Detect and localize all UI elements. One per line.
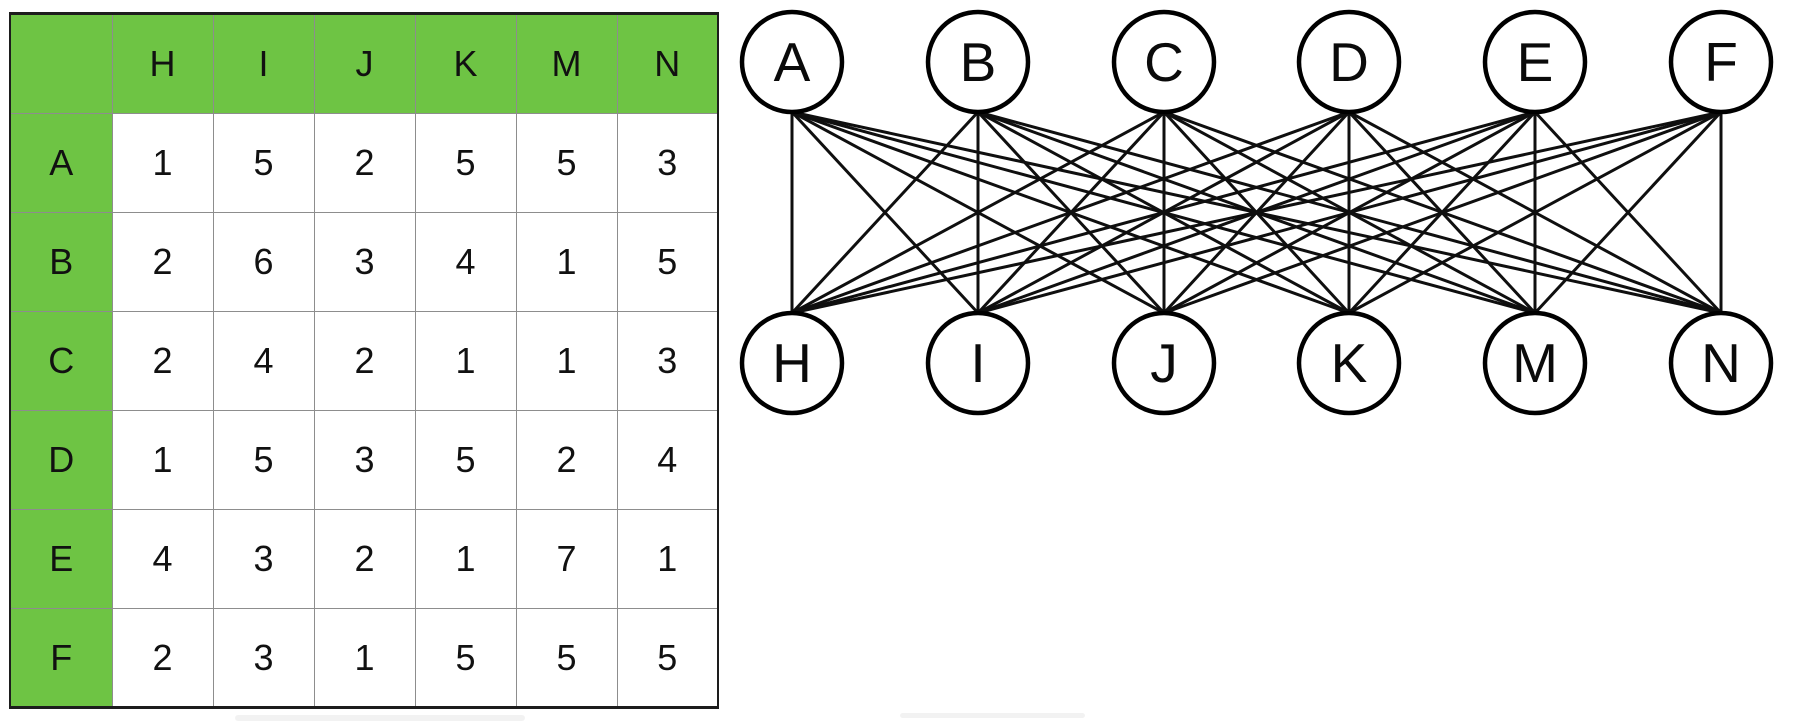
cell-B-I: 6 [212,212,315,312]
cell-B-H: 2 [111,212,214,312]
cell-F-M: 5 [515,608,618,709]
graph-node-label-K: K [1331,332,1368,394]
row-header-E: E [9,509,113,609]
column-header-N: N [616,13,719,114]
cell-A-N: 3 [616,113,719,213]
cell-D-M: 2 [515,410,618,510]
graph-node-circle-N [1668,310,1774,416]
cell-E-H: 4 [111,509,214,609]
column-header-J: J [313,13,416,114]
graph-node-label-F: F [1704,31,1738,93]
cell-F-N: 5 [616,608,719,709]
graph-edge-F-M [1533,110,1723,315]
cell-F-H: 2 [111,608,214,709]
column-header-M: M [515,13,618,114]
cell-F-J: 1 [313,608,416,709]
row-header-A: A [9,113,113,213]
graph-node-circle-J [1111,310,1217,416]
graph-node-label-M: M [1512,332,1558,394]
graph-edges-layer [790,110,1723,315]
column-header-K: K [414,13,517,114]
cell-C-N: 3 [616,311,719,411]
column-header-I: I [212,13,315,114]
cell-B-K: 4 [414,212,517,312]
cell-D-H: 1 [111,410,214,510]
graph-node-label-H: H [772,332,812,394]
graph-node-circle-I [925,310,1031,416]
cell-C-I: 4 [212,311,315,411]
graph-edge-E-H [791,110,1536,315]
graph-edge-F-I [977,110,1722,315]
graph-node-label-N: N [1701,332,1741,394]
cell-A-J: 2 [313,113,416,213]
cell-D-N: 4 [616,410,719,510]
cell-C-H: 2 [111,311,214,411]
cell-F-I: 3 [212,608,315,709]
graph-node-label-B: B [960,31,997,93]
graph-edge-B-H [790,110,980,315]
cell-C-K: 1 [414,311,517,411]
graph-node-label-I: I [970,332,985,394]
cell-E-K: 1 [414,509,517,609]
cell-D-J: 3 [313,410,416,510]
column-header-H: H [111,13,214,114]
graph-edge-F-K [1348,110,1722,315]
graph-edge-D-H [791,110,1350,315]
cell-B-N: 5 [616,212,719,312]
graph-node-label-E: E [1517,31,1554,93]
graph-node-circle-M [1482,310,1588,416]
graph-node-circle-B [925,9,1031,115]
cell-C-J: 2 [313,311,416,411]
graph-node-label-A: A [774,31,811,93]
graph-node-circle-D [1296,9,1402,115]
graph-edge-C-H [791,110,1165,315]
graph-node-circle-F [1668,9,1774,115]
graph-nodes-layer: A B C D E F H I J K M N [739,9,1774,416]
graph-node-circle-K [1296,310,1402,416]
cell-A-H: 1 [111,113,214,213]
graph-node-circle-H [739,310,845,416]
row-header-C: C [9,311,113,411]
cell-E-J: 2 [313,509,416,609]
artifact-smudge-1 [900,713,1085,718]
graph-node-label-C: C [1144,31,1184,93]
graph-node-circle-C [1111,9,1217,115]
cell-A-M: 5 [515,113,618,213]
graph-edge-F-H [791,110,1722,315]
graph-edge-F-J [1163,110,1722,315]
cell-A-K: 5 [414,113,517,213]
graph-node-label-D: D [1329,31,1369,93]
cell-F-K: 5 [414,608,517,709]
graph-node-circle-E [1482,9,1588,115]
cell-D-K: 5 [414,410,517,510]
corner-cell [9,13,113,114]
cell-B-M: 1 [515,212,618,312]
cell-A-I: 5 [212,113,315,213]
artifact-smudge-0 [235,715,525,721]
cell-B-J: 3 [313,212,416,312]
row-header-D: D [9,410,113,510]
graph-node-circle-A [739,9,845,115]
graph-node-label-J: J [1150,332,1178,394]
